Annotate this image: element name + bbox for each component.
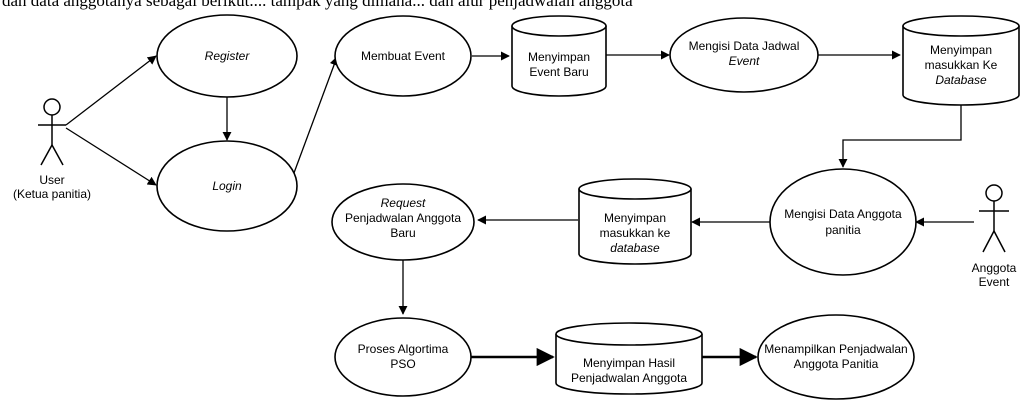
node-request-line2: Penjadwalan Anggota bbox=[345, 211, 461, 225]
edge-login-event bbox=[290, 56, 339, 182]
node-register-label: Register bbox=[205, 49, 251, 63]
node-login: Login bbox=[156, 140, 298, 232]
user-actor: User (Ketua panitia) bbox=[13, 98, 91, 201]
db-menyimpan-database2-line3: database bbox=[610, 241, 660, 255]
node-menampilkan-line2: Anggota Panitia bbox=[794, 357, 879, 371]
node-request: Request Penjadwalan Anggota Baru bbox=[331, 183, 475, 261]
node-mengisi-anggota: Mengisi Data Anggota panitia bbox=[769, 168, 917, 276]
db-menyimpan-database-line2: masukkan Ke bbox=[925, 58, 998, 72]
db-menyimpan-database2: Menyimpan masukkan ke database bbox=[578, 178, 692, 265]
db-menyimpan-event-line2: Event Baru bbox=[529, 65, 588, 79]
edge-user-login bbox=[65, 127, 157, 186]
node-register: Register bbox=[156, 14, 298, 98]
node-menampilkan-line1: Menampilkan Penjadwalan bbox=[764, 342, 907, 356]
top-caption: dan data anggotanya sebagai berikut.... … bbox=[2, 0, 633, 10]
db-menyimpan-database: Menyimpan masukkan Ke Database bbox=[902, 15, 1020, 106]
db-menyimpan-database2-line2: masukkan ke bbox=[600, 226, 671, 240]
node-menampilkan: Menampilkan Penjadwalan Anggota Panitia bbox=[757, 314, 915, 400]
node-mengisi-jadwal-line2: Event bbox=[729, 54, 760, 68]
node-login-label: Login bbox=[212, 179, 242, 193]
db-menyimpan-database-line1: Menyimpan bbox=[930, 43, 992, 57]
user-actor-name: User bbox=[39, 173, 64, 187]
edges bbox=[65, 50, 974, 367]
user-actor-role: (Ketua panitia) bbox=[13, 187, 91, 201]
node-request-line1: Request bbox=[381, 196, 426, 210]
node-membuat-event-label: Membuat Event bbox=[361, 49, 446, 63]
node-proses-pso: Proses Algortima PSO bbox=[334, 317, 472, 397]
anggota-actor-role: Event bbox=[979, 275, 1010, 289]
db-menyimpan-hasil-line1: Menyimpan Hasil bbox=[583, 356, 675, 370]
db-menyimpan-event: Menyimpan Event Baru bbox=[511, 15, 607, 97]
node-mengisi-anggota-line1: Mengisi Data Anggota bbox=[784, 207, 902, 221]
node-proses-pso-line2: PSO bbox=[390, 357, 415, 371]
node-proses-pso-line1: Proses Algortima bbox=[358, 342, 449, 356]
db-menyimpan-hasil: Menyimpan Hasil Penjadwalan Anggota bbox=[555, 322, 703, 395]
db-menyimpan-database2-line1: Menyimpan bbox=[604, 211, 666, 225]
db-menyimpan-hasil-line2: Penjadwalan Anggota bbox=[571, 371, 687, 385]
node-request-line3: Baru bbox=[390, 226, 415, 240]
edge-user-register bbox=[65, 55, 157, 126]
node-mengisi-jadwal-line1: Mengisi Data Jadwal bbox=[689, 39, 800, 53]
anggota-actor: Anggota Event bbox=[972, 184, 1017, 289]
node-membuat-event: Membuat Event bbox=[334, 15, 472, 97]
node-mengisi-anggota-line2: panitia bbox=[825, 223, 861, 237]
node-mengisi-jadwal: Mengisi Data Jadwal Event bbox=[669, 17, 819, 93]
anggota-actor-name: Anggota bbox=[972, 261, 1017, 275]
membuat-word: Membuat Event bbox=[361, 49, 446, 63]
db-menyimpan-event-line1: Menyimpan bbox=[528, 50, 590, 64]
edge-db-anggota bbox=[838, 105, 962, 168]
db-menyimpan-database-line3: Database bbox=[935, 73, 987, 87]
